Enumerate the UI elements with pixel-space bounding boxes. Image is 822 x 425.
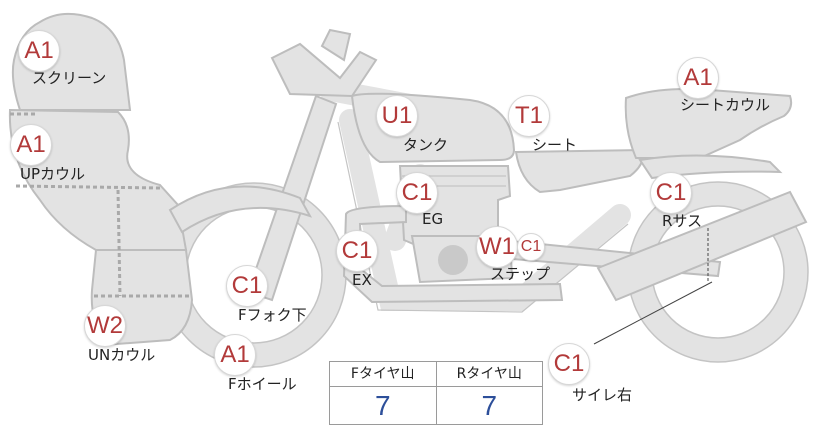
marker-screen[interactable]: A1 xyxy=(18,30,60,72)
marker-step-secondary[interactable]: C1 xyxy=(517,233,545,261)
marker-tank[interactable]: U1 xyxy=(376,95,418,137)
label-ffork: Fフォク下 xyxy=(238,306,307,324)
marker-muffler[interactable]: C1 xyxy=(548,343,590,385)
label-tank: タンク xyxy=(403,136,449,154)
marker-fwheel[interactable]: A1 xyxy=(214,334,256,376)
label-upcowl: UPカウル xyxy=(20,165,86,183)
label-rsus: Rサス xyxy=(662,212,703,230)
marker-ffork[interactable]: C1 xyxy=(226,265,268,307)
muffler-leader xyxy=(593,281,713,345)
label-eg: EG xyxy=(422,210,444,228)
marker-seatcowl[interactable]: A1 xyxy=(677,57,719,99)
marker-upcowl[interactable]: A1 xyxy=(10,124,52,166)
handlebar xyxy=(270,42,378,98)
marker-ex[interactable]: C1 xyxy=(336,230,378,272)
marker-rsus[interactable]: C1 xyxy=(650,172,692,214)
mirror xyxy=(320,28,352,62)
label-seatcowl: シートカウル xyxy=(680,96,771,114)
label-screen: スクリーン xyxy=(32,69,107,87)
seat-part xyxy=(514,148,644,194)
front-tire-value: 7 xyxy=(374,390,391,421)
label-ex: EX xyxy=(352,271,372,289)
label-seat: シート xyxy=(532,136,578,154)
marker-step[interactable]: W1 xyxy=(476,226,518,268)
front-tire-header: Fタイヤ山 xyxy=(350,366,415,382)
tire-tread-table: Fタイヤ山 Rタイヤ山 7 7 xyxy=(329,361,543,425)
label-step: ステップ xyxy=(490,265,551,283)
rear-tire-value: 7 xyxy=(435,387,543,425)
tire-table-values: 7 7 xyxy=(330,387,542,425)
label-muffler: サイレ右 xyxy=(572,386,633,404)
label-fwheel: Fホイール xyxy=(228,375,297,393)
marker-seat[interactable]: T1 xyxy=(508,95,550,137)
rear-tire-header: Rタイヤ山 xyxy=(435,362,543,386)
seat-cowl-part xyxy=(624,88,793,159)
marker-eg[interactable]: C1 xyxy=(396,172,438,214)
muffler-part xyxy=(596,190,808,302)
marker-uncowl[interactable]: W2 xyxy=(84,305,126,347)
front-fender xyxy=(168,185,313,234)
tire-table-header: Fタイヤ山 Rタイヤ山 xyxy=(330,362,542,387)
label-uncowl: UNカウル xyxy=(88,346,156,364)
